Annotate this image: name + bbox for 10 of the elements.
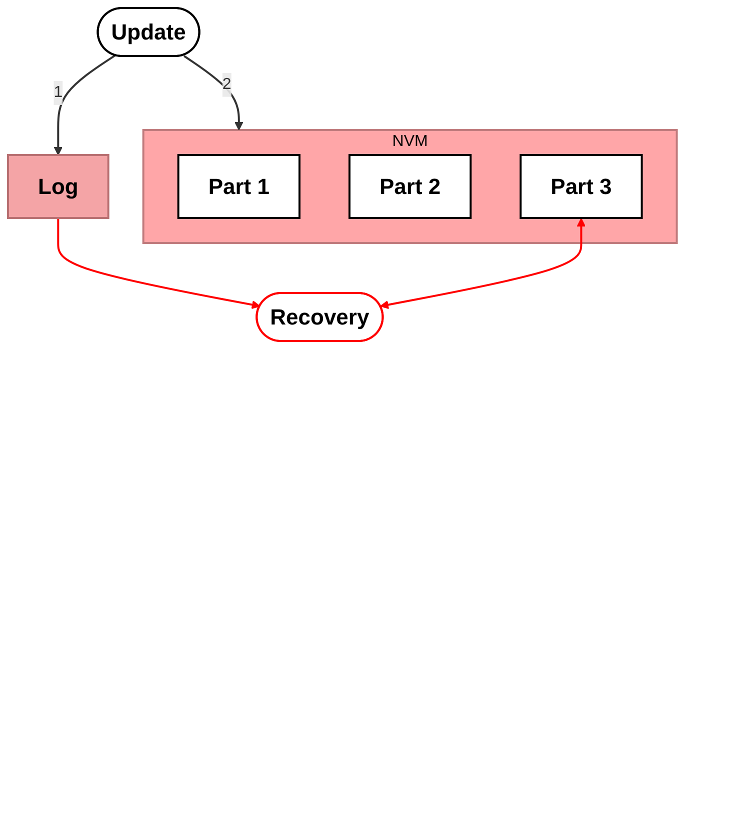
- node-box: Part 1: [177, 154, 300, 219]
- arrow: [54, 54, 116, 156]
- node-box: Log: [7, 154, 110, 219]
- arrow: [184, 55, 244, 130]
- node-box: Part 3: [520, 154, 643, 219]
- edge-label: 1: [54, 84, 63, 101]
- arrow: [380, 218, 586, 310]
- edge-label: 2: [222, 76, 232, 93]
- arrow: [57, 218, 260, 310]
- node-box: Part 2: [348, 154, 472, 219]
